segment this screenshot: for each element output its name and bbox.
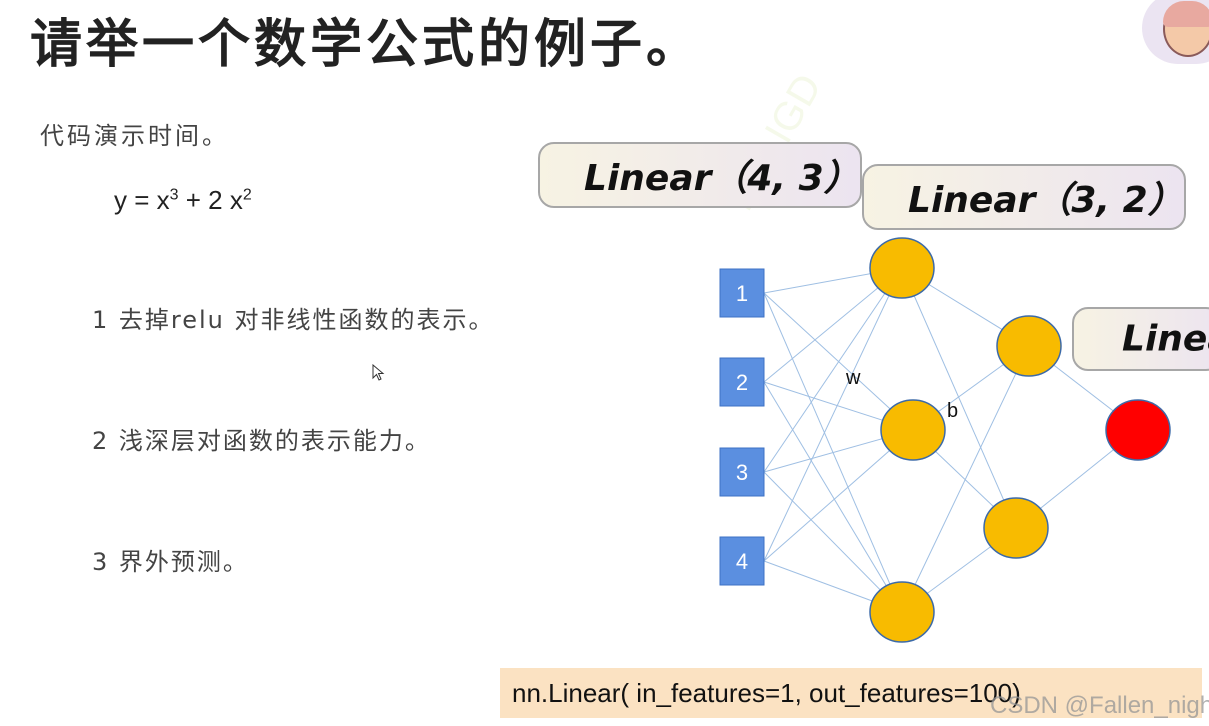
input-node-1: 1 bbox=[719, 268, 765, 318]
edge-input-4-hidden1-1 bbox=[763, 267, 903, 562]
slide-title: 请举一个数学公式的例子。 bbox=[30, 15, 703, 75]
bias-label: b bbox=[947, 400, 958, 422]
input-node-2: 2 bbox=[719, 357, 765, 407]
csdn-watermark: CSDN @Fallen_night bbox=[990, 692, 1209, 719]
mouse-cursor-icon bbox=[372, 364, 385, 381]
edge-input-3-hidden1-3 bbox=[763, 471, 903, 613]
layer-label-text: Linear bbox=[1122, 318, 1209, 360]
layer-label-linear-output: Linear bbox=[1072, 307, 1209, 371]
hidden1-node-3 bbox=[869, 581, 935, 643]
formula-prefix: y = x bbox=[114, 185, 170, 215]
edge-input-4-hidden1-2 bbox=[763, 429, 914, 562]
layer-label-linear-4-3: Linear（4, 3） bbox=[538, 142, 862, 208]
layer-label-text: Linear（3, 2） bbox=[908, 180, 1184, 221]
point-1: 1 去掉relu 对非线性函数的表示。 bbox=[92, 306, 495, 334]
edge-input-3-hidden1-1 bbox=[763, 267, 903, 473]
hidden1-node-2 bbox=[880, 399, 946, 461]
formula-middle: + 2 x bbox=[178, 185, 243, 215]
input-node-3: 3 bbox=[719, 447, 765, 497]
input-node-label: 2 bbox=[736, 370, 748, 395]
layer-label-text: Linear（4, 3） bbox=[584, 158, 860, 199]
edge-input-2-hidden1-3 bbox=[763, 381, 903, 613]
hidden1-node-1 bbox=[869, 237, 935, 299]
hidden2-node-2 bbox=[983, 497, 1049, 559]
network-nodes: 1 2 3 4 bbox=[719, 237, 1171, 643]
avatar-face-icon bbox=[1163, 1, 1209, 57]
code-snippet: nn.Linear( in_features=1, out_features=1… bbox=[500, 668, 1202, 718]
input-node-4: 4 bbox=[719, 536, 765, 586]
input-node-label: 4 bbox=[736, 549, 748, 574]
formula-exponent-2: 2 bbox=[242, 186, 252, 204]
formula-exponent-3: 3 bbox=[169, 186, 179, 204]
output-node bbox=[1105, 399, 1171, 461]
point-3: 3 界外预测。 bbox=[92, 548, 249, 576]
formula: y = x3 + 2 x2 bbox=[114, 185, 252, 216]
edge-hidden1-1-hidden2-2 bbox=[901, 267, 1017, 529]
edge-hidden1-3-hidden2-1 bbox=[901, 345, 1030, 613]
hidden2-node-1 bbox=[996, 315, 1062, 377]
input-node-label: 1 bbox=[736, 281, 748, 306]
layer-label-linear-3-2: Linear（3, 2） bbox=[862, 164, 1186, 230]
point-2: 2 浅深层对函数的表示能力。 bbox=[92, 427, 431, 455]
weight-label: w bbox=[845, 367, 861, 389]
slide-subtitle: 代码演示时间。 bbox=[40, 122, 229, 150]
input-node-label: 3 bbox=[736, 460, 748, 485]
